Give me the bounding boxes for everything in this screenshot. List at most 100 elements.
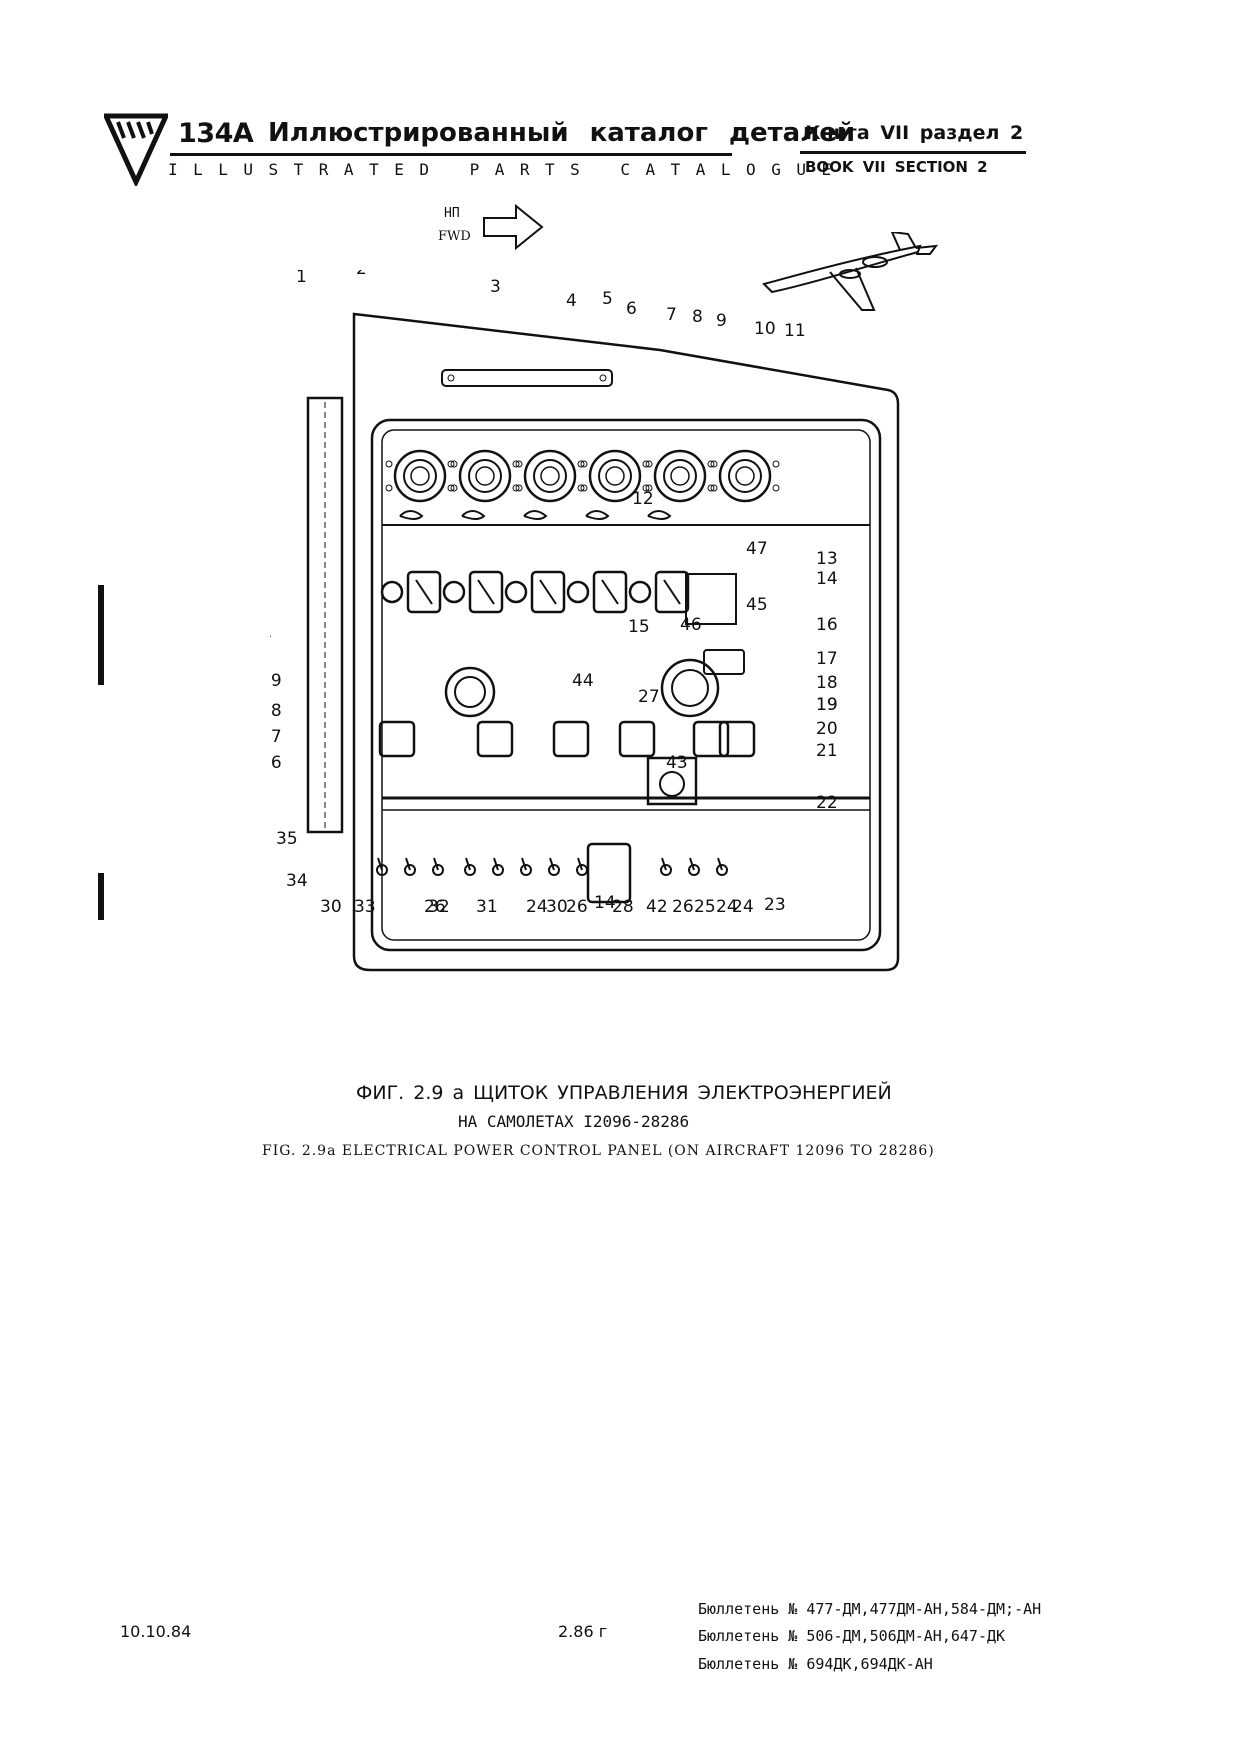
callout-number: 39 bbox=[270, 671, 282, 691]
guarded-toggle bbox=[406, 570, 442, 614]
guarded-toggle bbox=[654, 570, 690, 614]
callout-number: 23 bbox=[764, 895, 786, 915]
catalogue-title-ru: Иллюстрированный каталог деталей bbox=[268, 118, 856, 148]
gauge-instrument bbox=[653, 449, 707, 503]
forward-arrow-icon bbox=[483, 204, 544, 250]
indicator-lamp bbox=[628, 580, 652, 604]
toggle-switch bbox=[432, 864, 444, 876]
callout-number: 9 bbox=[716, 311, 727, 331]
callout-number: 42 bbox=[646, 897, 668, 917]
switch-box-45 bbox=[703, 649, 745, 675]
callout-number: 7 bbox=[666, 305, 677, 325]
switch-guard bbox=[476, 720, 514, 758]
figure-caption-ru: ФИГ. 2.9 а ЩИТОК УПРАВЛЕНИЯ ЭЛЕКТРОЭНЕРГ… bbox=[356, 1082, 892, 1104]
indicator-lamp bbox=[566, 580, 590, 604]
switch-guard bbox=[718, 720, 756, 758]
callout-number: 21 bbox=[816, 741, 838, 761]
callout-number: 26 bbox=[566, 897, 588, 917]
callout-number: 38 bbox=[270, 701, 282, 721]
callout-number: 2 bbox=[356, 270, 367, 279]
toggle-switch bbox=[660, 864, 672, 876]
callout-number: 37 bbox=[270, 727, 282, 747]
switch-guard bbox=[692, 720, 730, 758]
callout-number: 6 bbox=[626, 299, 637, 319]
header-rule-right bbox=[800, 151, 1026, 154]
bulletin-line: Бюллетень № 694ДК,694ДК-АН bbox=[698, 1655, 933, 1673]
callout-number: 43 bbox=[666, 753, 688, 773]
gauge-instrument bbox=[718, 449, 772, 503]
switch-guard bbox=[618, 720, 656, 758]
rotary-switch-box bbox=[646, 756, 698, 806]
toggle-switch bbox=[492, 864, 504, 876]
toggle-switch bbox=[716, 864, 728, 876]
forward-label-en: FWD bbox=[438, 229, 471, 244]
front-panel bbox=[370, 418, 882, 952]
voltmeter-gauge bbox=[660, 658, 720, 718]
callout-number: 11 bbox=[784, 321, 806, 341]
gauge-instrument bbox=[458, 449, 512, 503]
switch-guard bbox=[552, 720, 590, 758]
figure-caption-en: FIG. 2.9a ELECTRICAL POWER CONTROL PANEL… bbox=[262, 1143, 935, 1159]
callout-number: 19 bbox=[816, 695, 838, 715]
callout-number: 34 bbox=[286, 871, 308, 891]
switch-box-47 bbox=[685, 573, 737, 625]
callout-number: 12 bbox=[632, 489, 654, 509]
bulletin-line: Бюллетень № 506-ДМ,506ДМ-АН,647-ДК bbox=[698, 1627, 1006, 1645]
callout-number: 22 bbox=[816, 793, 838, 813]
book-section-ru: Книга VII раздел 2 bbox=[805, 122, 1024, 144]
callout-number: 26 bbox=[672, 897, 694, 917]
bulletin-line: Бюллетень № 477-ДМ,477ДМ-АН,584-ДМ;-АН bbox=[698, 1600, 1042, 1618]
callout-number: 47 bbox=[746, 539, 768, 559]
callout-number: 33 bbox=[354, 897, 376, 917]
hinge bbox=[306, 396, 344, 834]
callout-number: 15 bbox=[628, 617, 650, 637]
callout-number: 4 bbox=[566, 291, 577, 311]
switch-guard bbox=[378, 720, 416, 758]
callout-number: 25 bbox=[694, 897, 716, 917]
nameplate bbox=[441, 369, 613, 387]
callout-number: 1 bbox=[296, 270, 307, 287]
gauge-instrument bbox=[523, 449, 577, 503]
gauge-instrument bbox=[393, 449, 447, 503]
callout-number: 8 bbox=[692, 307, 703, 327]
guarded-switch bbox=[586, 842, 632, 904]
book-section-en: BOOK VII SECTION 2 bbox=[805, 158, 988, 176]
toggle-switch bbox=[548, 864, 560, 876]
page-number: 2.86 г bbox=[558, 1622, 608, 1641]
toggle-switch bbox=[688, 864, 700, 876]
guarded-toggle bbox=[592, 570, 628, 614]
callout-number: 32 bbox=[428, 897, 450, 917]
callout-number: 16 bbox=[816, 615, 838, 635]
callout-number: 36 bbox=[270, 753, 282, 773]
forward-label-ru: НП bbox=[444, 206, 460, 221]
change-bar bbox=[98, 873, 104, 920]
callout-number: 31 bbox=[476, 897, 498, 917]
gauge-instrument bbox=[588, 449, 642, 503]
figure-caption-ru-aircraft: НА САМОЛЕТАХ I2096-28286 bbox=[458, 1112, 690, 1131]
aircraft-model: 134А bbox=[178, 118, 254, 149]
ammeter-gauge bbox=[444, 666, 496, 718]
catalogue-title-en: ILLUSTRATED PARTS CATALOGUE bbox=[168, 160, 847, 179]
header-rule bbox=[170, 153, 732, 156]
callout-number: 24 bbox=[732, 897, 754, 917]
callout-number: 24 bbox=[716, 897, 738, 917]
callout-number: 10 bbox=[754, 319, 776, 339]
callout-number: 13 bbox=[816, 549, 838, 569]
aircraft-silhouette-icon bbox=[762, 232, 939, 311]
panel-housing bbox=[352, 312, 900, 972]
callout-number: 24 bbox=[270, 625, 272, 645]
callout-number: 45 bbox=[746, 595, 768, 615]
indicator-lamp bbox=[442, 580, 466, 604]
callout-number: 27 bbox=[638, 687, 660, 707]
toggle-switch bbox=[520, 864, 532, 876]
callout-number: 19 bbox=[816, 695, 838, 715]
guarded-toggle bbox=[530, 570, 566, 614]
change-bar bbox=[98, 585, 104, 685]
issue-date: 10.10.84 bbox=[120, 1622, 192, 1641]
callout-number: 20 bbox=[816, 719, 838, 739]
callout-number: 5 bbox=[602, 289, 613, 309]
callout-number: 17 bbox=[816, 649, 838, 669]
callout-number: 3 bbox=[490, 277, 501, 297]
callout-number: 24 bbox=[526, 897, 548, 917]
callout-number: 30 bbox=[546, 897, 568, 917]
